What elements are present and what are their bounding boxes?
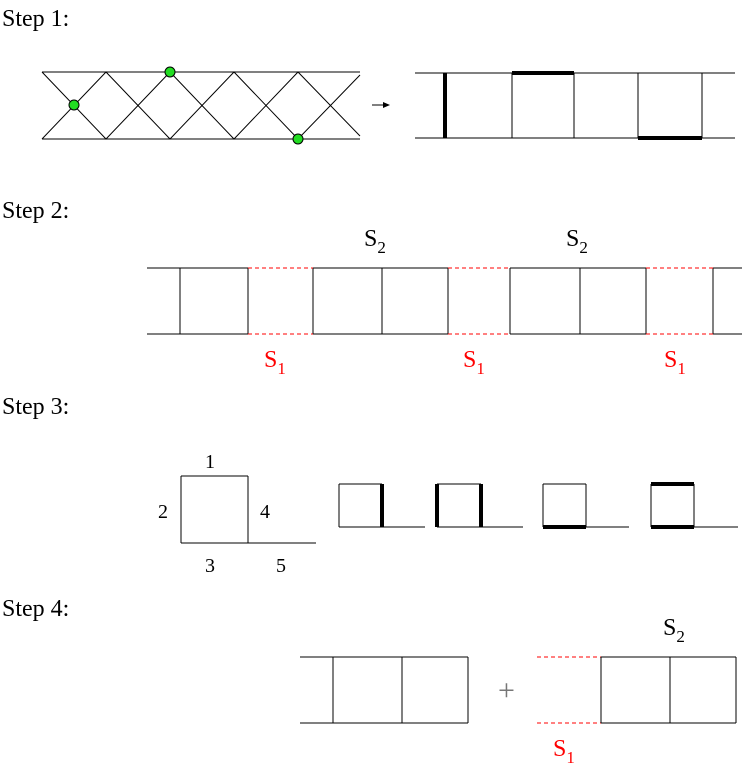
step-3-label: Step 3: — [2, 394, 69, 420]
s1-label: S1 — [664, 347, 686, 378]
configuration-4 — [650, 482, 738, 529]
right-ladder — [537, 656, 737, 724]
s2-label: S2 — [663, 615, 685, 646]
green-marker — [164, 66, 176, 78]
step-1-label: Step 1: — [2, 6, 69, 32]
lattice-diagonals — [41, 71, 361, 140]
configuration-2 — [435, 483, 523, 528]
configuration-3 — [542, 483, 629, 529]
edge-number: 3 — [205, 555, 215, 577]
s1-label: S1 — [463, 347, 485, 378]
step-1-ladder — [415, 71, 735, 140]
svg-text:S1: S1 — [264, 347, 286, 378]
step-2-ladder — [147, 267, 742, 335]
svg-text:S2: S2 — [663, 615, 685, 646]
step-4-label: Step 4: — [2, 596, 69, 622]
lattice-zigzag-a — [41, 71, 361, 140]
svg-text:S2: S2 — [364, 226, 386, 257]
step-2-label: Step 2: — [2, 198, 69, 224]
s1-label: S1 — [553, 736, 575, 767]
svg-text:S1: S1 — [664, 347, 686, 378]
green-marker — [292, 133, 304, 145]
s1-label: S1 — [264, 347, 286, 378]
plus-operator: + — [498, 674, 515, 707]
s2-label: S2 — [566, 226, 588, 257]
configuration-1 — [338, 483, 425, 528]
s2-label: S2 — [364, 226, 386, 257]
lattice-zigzag-b — [41, 71, 361, 140]
arrow-icon — [372, 102, 390, 108]
svg-text:S1: S1 — [553, 736, 575, 767]
step-1-lattice — [41, 66, 361, 145]
green-marker — [68, 99, 80, 111]
edge-number: 4 — [260, 501, 270, 523]
svg-text:S1: S1 — [463, 347, 485, 378]
edge-number: 2 — [158, 501, 168, 523]
edge-number: 1 — [205, 451, 215, 473]
edge-number: 5 — [276, 555, 286, 577]
svg-text:S2: S2 — [566, 226, 588, 257]
edge-numbering-key: 1 2 3 4 5 — [158, 451, 316, 577]
left-ladder — [300, 656, 469, 724]
